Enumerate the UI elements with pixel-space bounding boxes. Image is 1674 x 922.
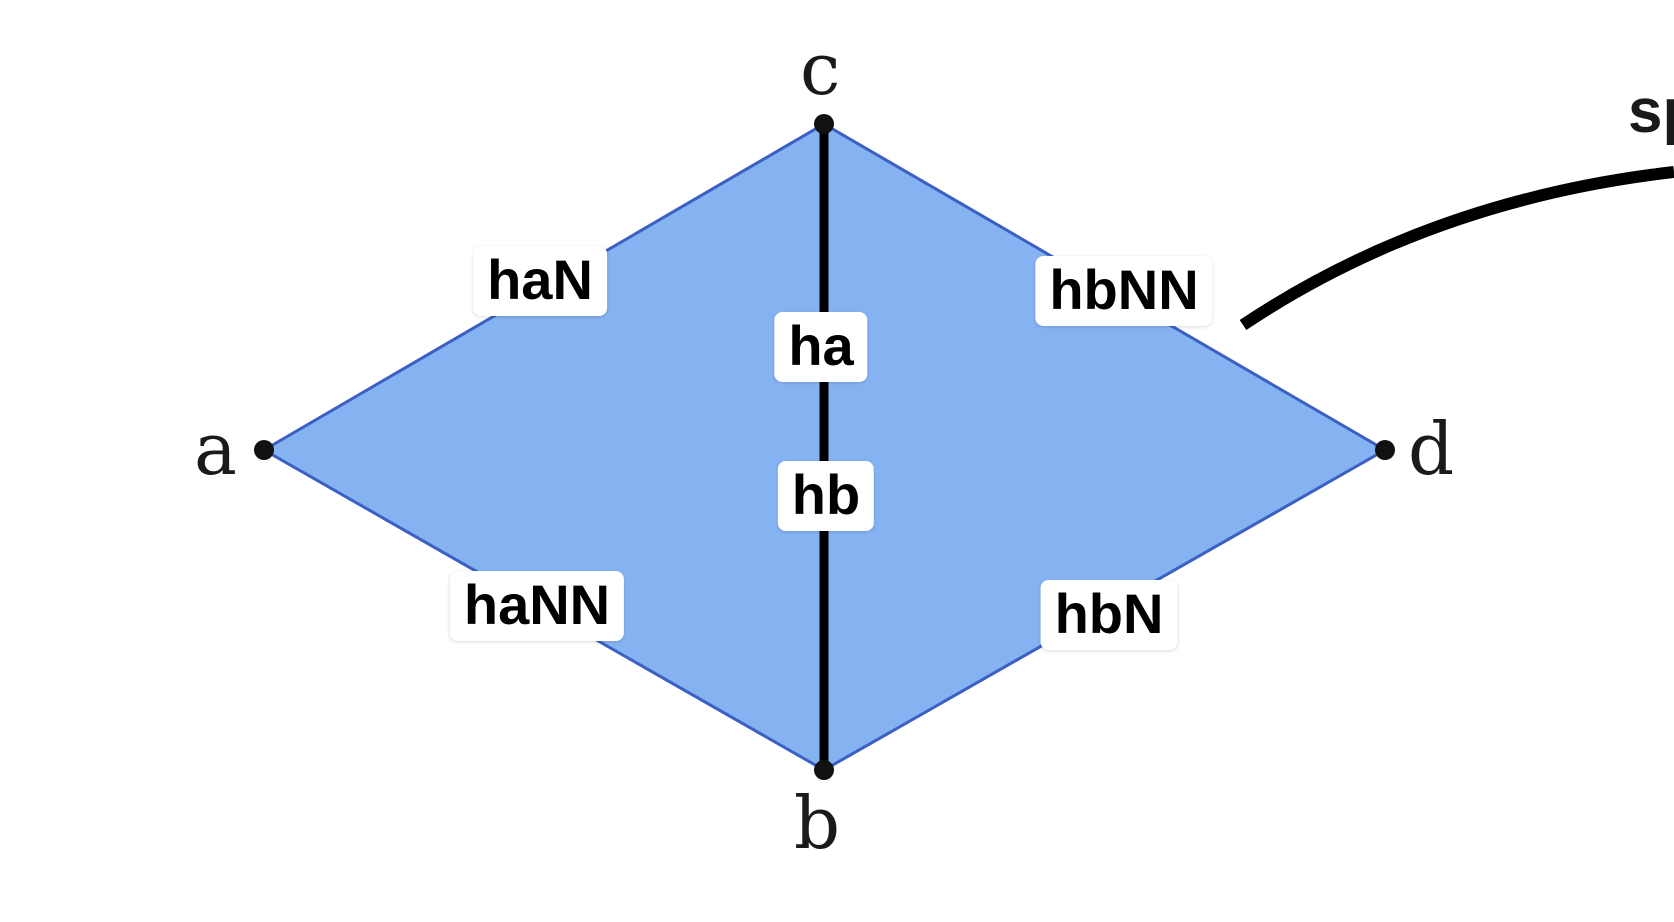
edge-label-cb-lower: hb [777, 461, 875, 531]
face-right [822, 121, 1389, 773]
edge-label-bd: hbN [1040, 580, 1178, 650]
edge-label-cb-upper: ha [774, 312, 868, 382]
edge-label-cd: hbNN [1035, 256, 1213, 326]
vertex-label-d: d [1408, 407, 1454, 491]
vertex-point-a [254, 440, 274, 460]
vertex-point-b [814, 760, 834, 780]
corner-text: sp [1628, 77, 1674, 146]
edge-label-ac: haN [473, 246, 607, 316]
vertex-label-b: b [794, 781, 840, 865]
vertex-label-c: c [800, 27, 840, 111]
edge-label-ab: haNN [449, 571, 625, 641]
vertex-point-c [814, 114, 834, 134]
curved-stroke [1239, 166, 1674, 330]
vertex-label-a: a [194, 407, 237, 491]
vertex-point-d [1375, 440, 1395, 460]
face-left [260, 121, 826, 773]
